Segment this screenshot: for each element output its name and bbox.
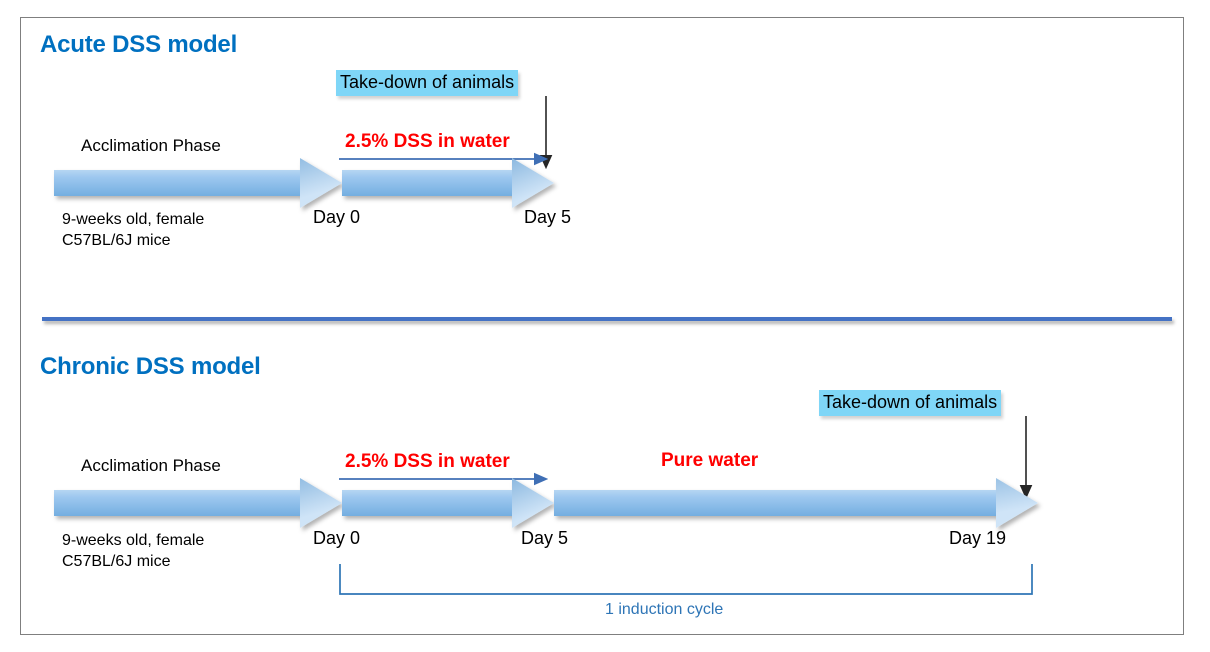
acute-day-start-label: Day 0 <box>313 207 361 227</box>
chronic-acclimation-arrow <box>54 478 342 528</box>
induction-cycle-bracket <box>339 564 1033 595</box>
chronic-recovery-label: Pure water <box>661 450 759 471</box>
chronic-treatment-label: 2.5% DSS in water <box>345 451 510 472</box>
acute-day-end-label: Day 5 <box>524 207 572 227</box>
acute-animal-line-2: C57BL/6J mice <box>62 232 171 249</box>
chronic-day-mid-label: Day 5 <box>521 528 569 548</box>
chronic-recovery-arrow <box>554 478 1038 528</box>
acute-animal-line-1: 9-weeks old, female <box>62 211 205 228</box>
section-divider <box>42 317 1172 321</box>
acute-takedown-drop-arrow <box>539 96 553 170</box>
chronic-takedown-callout: Take-down of animals <box>819 390 1002 416</box>
induction-cycle-caption: 1 induction cycle <box>605 601 724 618</box>
chronic-section-title: Chronic DSS model <box>40 353 261 380</box>
chronic-animal-line-2: C57BL/6J mice <box>62 553 171 570</box>
chronic-treatment-arrow <box>342 478 554 528</box>
chronic-animal-line-1: 9-weeks old, female <box>62 532 205 549</box>
acute-treatment-arrow <box>342 158 554 208</box>
chronic-day-start-label: Day 0 <box>313 528 361 548</box>
acute-treatment-label: 2.5% DSS in water <box>345 131 510 152</box>
acute-section-title: Acute DSS model <box>40 31 238 58</box>
acute-treatment-span-arrow <box>339 152 549 166</box>
chronic-takedown-drop-arrow <box>1019 416 1033 500</box>
chronic-acclimation-label: Acclimation Phase <box>81 456 221 475</box>
acute-takedown-callout: Take-down of animals <box>336 70 519 96</box>
chronic-treatment-span-arrow <box>339 472 549 486</box>
acute-acclimation-arrow <box>54 158 342 208</box>
acute-acclimation-label: Acclimation Phase <box>81 136 221 155</box>
chronic-day-end-label: Day 19 <box>949 528 1007 548</box>
figure-frame <box>20 17 1184 635</box>
